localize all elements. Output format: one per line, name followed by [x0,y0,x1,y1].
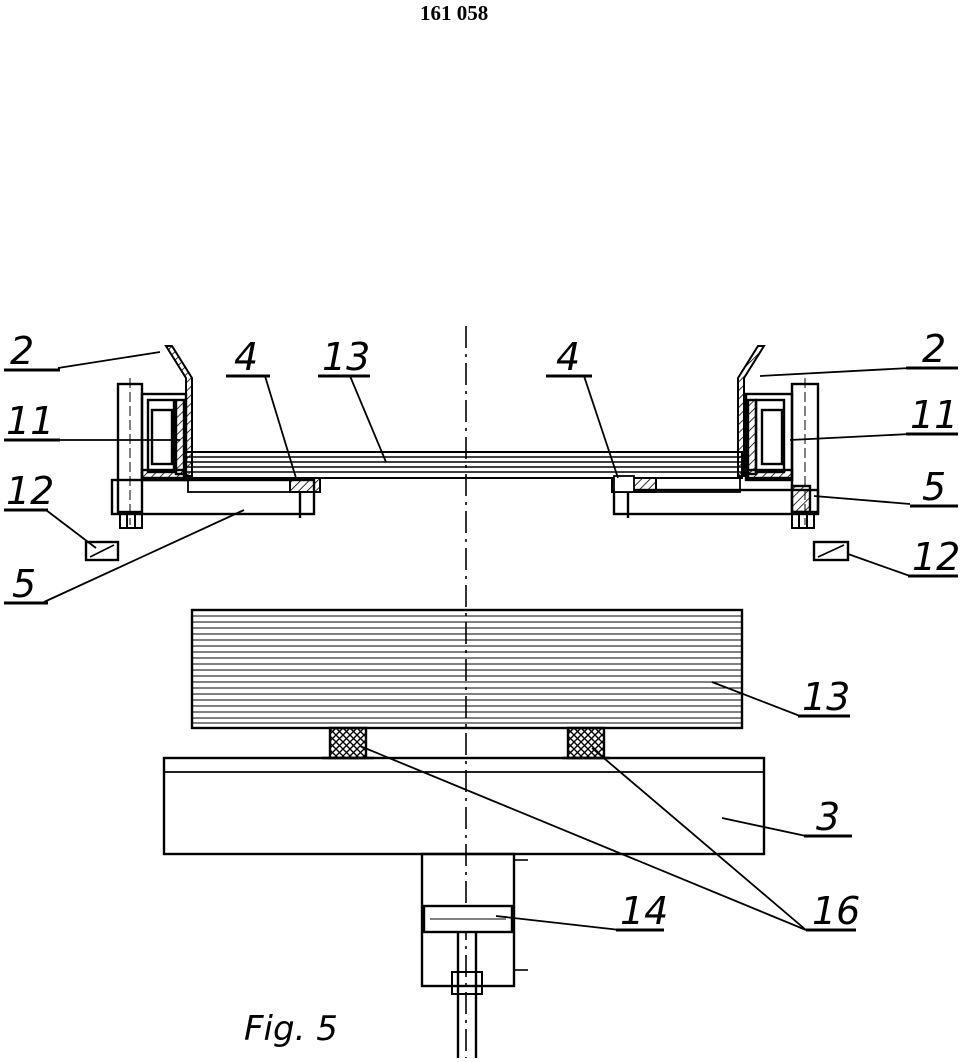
elastic-pad-right [562,726,610,760]
elastic-pad-left [322,726,374,760]
sensor-right [812,540,850,562]
stop-block-right [611,475,657,493]
label-5-right: 5 [922,465,946,509]
patent-number: 161 058 [420,1,488,25]
label-16: 16 [812,889,860,933]
label-13-top: 13 [322,335,370,379]
label-14: 14 [620,889,668,933]
stop-block-left [289,477,321,493]
label-2-left: 2 [10,329,34,373]
label-3: 3 [816,795,840,839]
clamp-housing-left [140,392,188,482]
nut-left [119,513,143,529]
label-4-left: 4 [234,335,258,379]
sheet-stack-top [185,451,743,479]
label-2-right: 2 [922,327,946,371]
lift-table [162,756,766,856]
label-13-lower: 13 [802,675,850,719]
label-5-left: 5 [12,562,36,606]
label-4-right: 4 [556,335,580,379]
label-11-right: 11 [910,393,958,437]
nut-right [791,513,815,529]
label-12-right: 12 [912,535,960,579]
lift-cylinder [420,852,528,1058]
angle-plate-right [737,345,766,477]
label-12-left: 12 [6,469,54,513]
label-11-left: 11 [6,399,54,443]
label-underlines [4,366,958,932]
figure-caption: Fig. 5 [244,1009,338,1049]
leader-lines [43,351,911,931]
clamp-housing-right [744,392,794,482]
angle-plate-left [164,345,193,477]
sheet-stack-lower [190,608,744,730]
